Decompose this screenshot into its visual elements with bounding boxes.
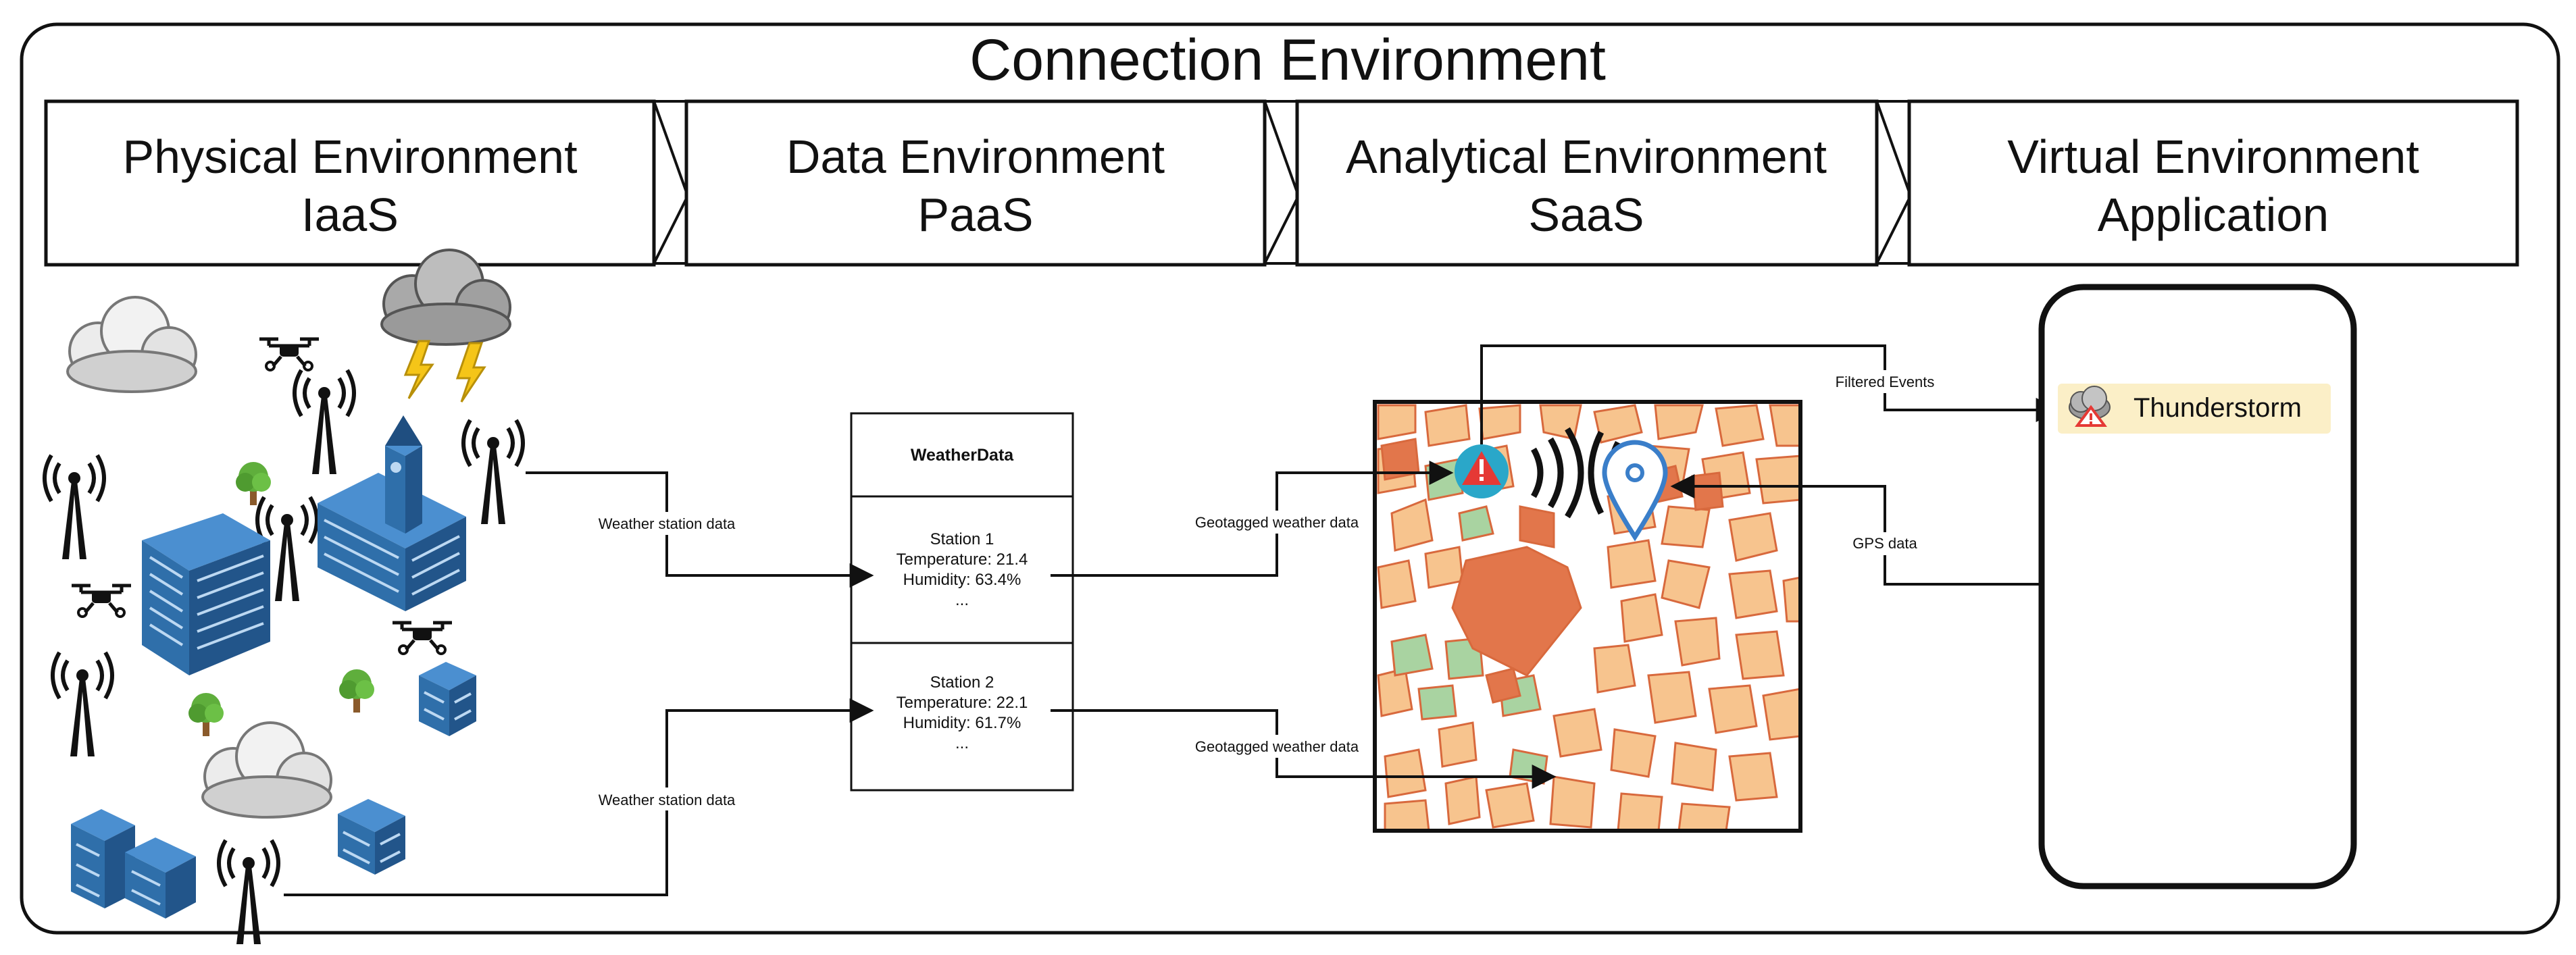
storm-cloud-icon [380,249,511,403]
edge-label-gps-data: GPS data [1852,535,1917,552]
edge-label-weather-station-bottom: Weather station data [599,792,736,808]
station-humidity: Humidity: 61.7% [903,714,1021,732]
edge-labels: Weather station data Weather station dat… [582,370,1946,810]
tree-icon [339,669,374,713]
station-humidity: Humidity: 63.4% [903,571,1021,589]
stage-subtitle: IaaS [301,188,399,241]
stage-subtitle: PaaS [917,188,1033,241]
clock-tower-building-icon [318,415,466,611]
stage-physical-environment: Physical Environment IaaS [44,99,656,267]
location-pin-icon [1602,440,1668,542]
antenna-tower-icon [463,420,523,524]
station-name: Station 1 [930,530,994,548]
station-more: ... [955,734,969,752]
stage-subtitle: SaaS [1528,188,1644,241]
city-map [1373,400,1802,833]
stage-title: Virtual Environment [2007,130,2419,183]
thunderstorm-warning-icon [2069,386,2111,427]
alert-marker-icon [1455,444,1509,498]
antenna-tower-icon [45,455,104,559]
office-building-icon [142,513,270,675]
cloud-icon [201,721,332,819]
station-temperature: Temperature: 22.1 [896,694,1028,712]
antenna-tower-icon [295,370,354,474]
edge-label-weather-station-top: Weather station data [599,515,736,532]
cloud-icon [66,296,197,393]
stage-title: Physical Environment [122,130,577,183]
tree-icon [188,693,224,736]
stage-title: Analytical Environment [1346,130,1827,183]
physical-environment-illustration [45,249,523,944]
small-building-icon [338,799,405,875]
edge-label-geotagged-top: Geotagged weather data [1195,514,1359,531]
table-title: WeatherData [911,446,1014,465]
smartphone-frame [2038,284,2357,889]
edge-label-geotagged-bottom: Geotagged weather data [1195,738,1359,755]
drone-icon [393,623,452,654]
diagram-title: Connection Environment [969,28,1606,93]
station-more: ... [955,591,969,609]
station-temperature: Temperature: 21.4 [896,550,1028,569]
stage-virtual-environment: Virtual Environment Application [1907,99,2519,267]
station-name: Station 2 [930,673,994,692]
drone-icon [259,339,319,370]
small-building-icon [419,662,476,736]
notification-label: Thunderstorm [2133,393,2302,423]
edge-label-filtered-events: Filtered Events [1836,373,1935,390]
connection-environment-frame [20,22,2560,935]
weather-data-table: WeatherData Station 1 Temperature: 21.4 … [850,412,1074,792]
drone-icon [72,586,131,617]
antenna-tower-icon [53,652,112,756]
stage-title: Data Environment [786,130,1165,183]
stage-subtitle: Application [2098,188,2329,241]
stage-connectors [653,100,1913,265]
stage-data-environment: Data Environment PaaS [684,99,1267,267]
station-record: Station 1 Temperature: 21.4 Humidity: 63… [896,530,1028,609]
stage-analytical-environment: Analytical Environment SaaS [1295,99,1879,267]
tree-icon [236,462,271,505]
station-record: Station 2 Temperature: 22.1 Humidity: 61… [896,673,1028,752]
antenna-tower-icon [219,840,278,944]
building-cluster-icon [71,809,196,919]
thunderstorm-notification[interactable]: Thunderstorm [2058,384,2331,434]
